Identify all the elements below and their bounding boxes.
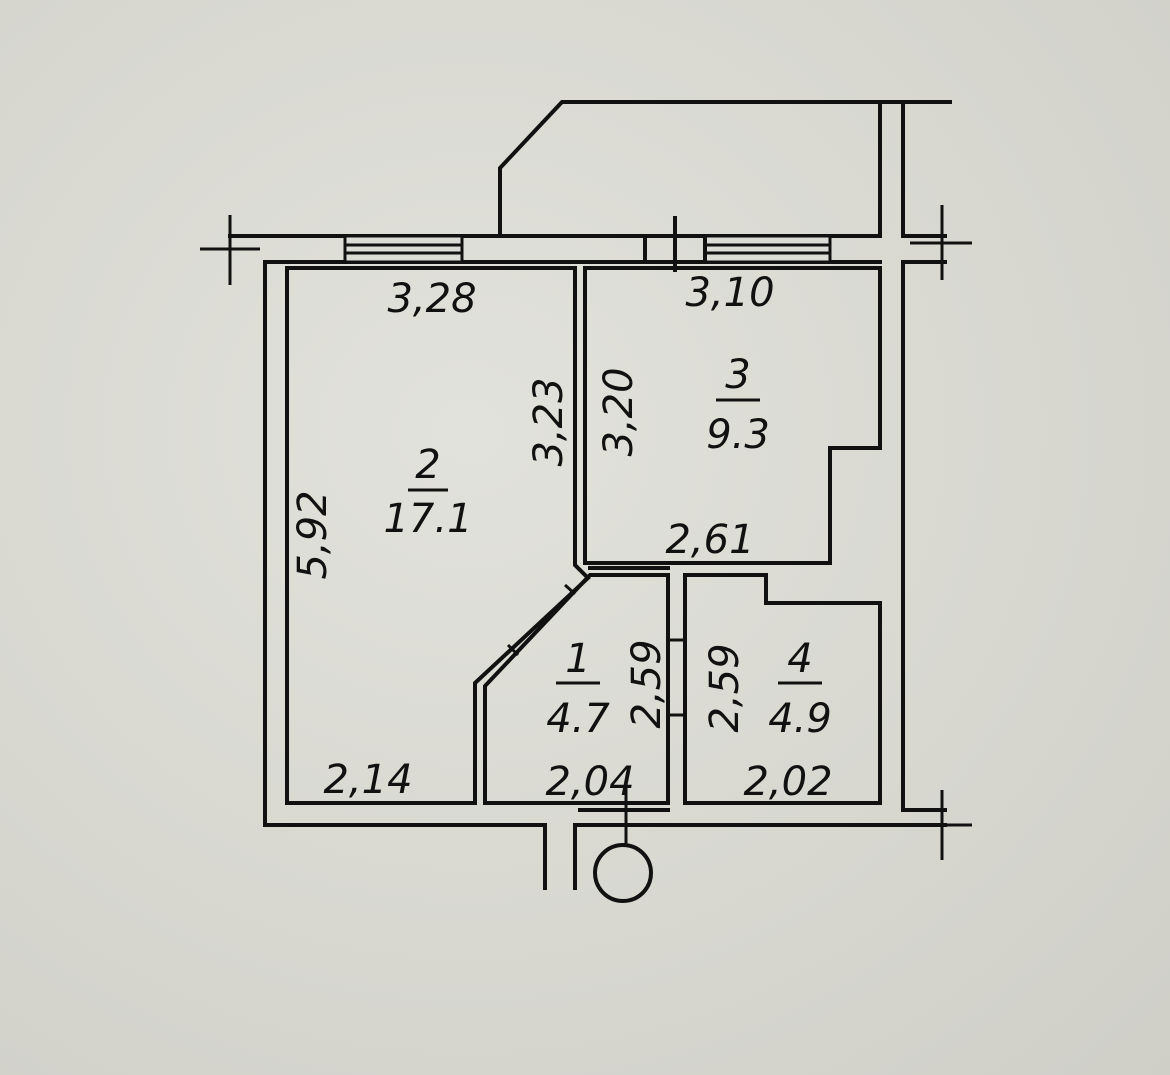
dim-room2-left: 5,92 <box>290 490 336 579</box>
window-room-3 <box>703 234 832 264</box>
room-4-number: 4 <box>787 636 812 682</box>
room-1-outline <box>483 573 670 805</box>
room-4-area: 4.9 <box>768 696 832 742</box>
dim-room3-top: 3,10 <box>685 270 774 316</box>
axis-marks <box>200 205 972 860</box>
dim-room3-bottom: 2,61 <box>665 517 754 563</box>
exterior-walls <box>228 234 947 890</box>
riser-symbol <box>593 785 653 903</box>
room-3-number: 3 <box>725 352 750 398</box>
room-1-number: 1 <box>565 636 590 682</box>
dim-room4-left: 2,59 <box>702 643 748 732</box>
dim-room2-top: 3,28 <box>387 276 476 322</box>
room-2-number: 2 <box>415 442 440 488</box>
room-1-area: 4.7 <box>546 696 610 742</box>
room-label-1: 1 4.7 <box>546 636 610 742</box>
dim-room1-right: 2,59 <box>624 639 670 728</box>
dim-room2-bottom: 2,14 <box>323 757 412 803</box>
balcony-door <box>643 216 707 272</box>
room-label-4: 4 4.9 <box>768 636 832 742</box>
room-2-area: 17.1 <box>383 496 472 542</box>
dim-room1-bottom: 2,04 <box>545 759 634 805</box>
room-3-area: 9.3 <box>706 412 770 458</box>
window-room-2 <box>343 234 464 264</box>
room-label-2: 2 17.1 <box>383 442 472 542</box>
room-3-outline <box>583 266 882 565</box>
dim-room2-right: 3,23 <box>526 377 572 466</box>
room-label-3: 3 9.3 <box>706 352 770 458</box>
dim-room4-bottom: 2,02 <box>743 759 832 805</box>
dim-room3-left: 3,20 <box>596 367 642 456</box>
room-4-outline <box>683 573 882 805</box>
balcony <box>498 100 952 234</box>
